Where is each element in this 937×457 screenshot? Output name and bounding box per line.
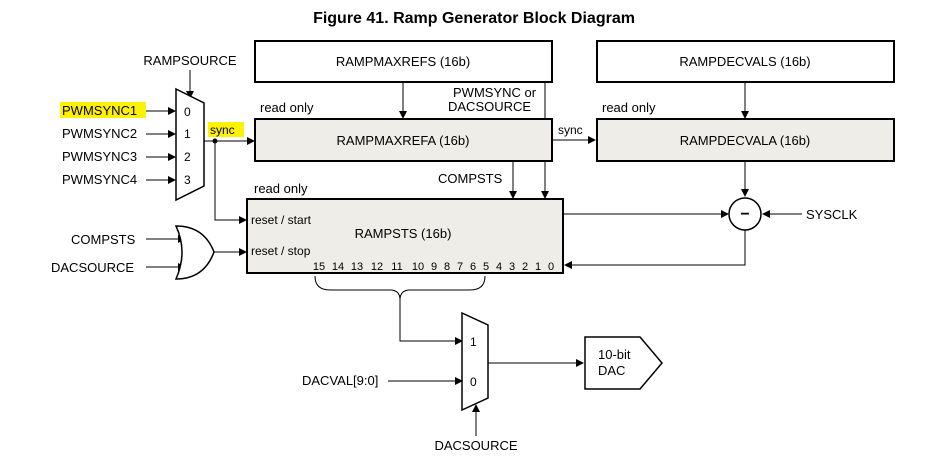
dac-label-line1: 10-bit — [598, 347, 631, 362]
bit-11: 11 — [391, 261, 402, 273]
rampmaxrefs-label: RAMPMAXREFS (16b) — [336, 54, 470, 69]
reset-stop-arrow — [239, 248, 247, 256]
pwmsync1-highlight — [60, 102, 146, 118]
bit-4: 4 — [496, 261, 502, 273]
bit-12: 12 — [371, 261, 383, 273]
decvala-arrow — [741, 189, 749, 197]
bit-0: 0 — [548, 261, 554, 273]
input-arrow-1 — [168, 107, 176, 115]
dacval-arrow — [455, 377, 463, 385]
mux-port-1: 1 — [184, 127, 191, 141]
sysclk-label: SYSCLK — [806, 207, 858, 222]
rampmaxrefs-box — [254, 40, 553, 83]
input-pwmsync2: PWMSYNC2 — [62, 126, 137, 141]
compsts-arrow-top — [509, 191, 517, 199]
reset-stop-label: reset / stop — [251, 244, 311, 258]
dac-mux — [461, 311, 489, 412]
rampdecvals-label: RAMPDECVALS (16b) — [679, 54, 810, 69]
bit-3: 3 — [509, 261, 515, 273]
rampsts-label: RAMPSTS (16b) — [355, 226, 452, 241]
mux2-port-1: 1 — [470, 335, 477, 349]
subtractor-sign: − — [740, 206, 749, 223]
mux-port-2: 2 — [184, 150, 191, 164]
brace-to-mux-arrow — [455, 337, 463, 345]
feedback-line — [571, 230, 746, 266]
pwmsync-or-label: PWMSYNC or — [453, 85, 537, 100]
dacsource-label-bottom: DACSOURCE — [434, 438, 517, 453]
mux-to-dac-arrow — [576, 359, 584, 367]
figure-title: Figure 41. Ramp Generator Block Diagram — [313, 10, 635, 27]
bits-brace — [314, 275, 486, 301]
rampsts-box — [246, 198, 564, 274]
input-pwmsync1: PWMSYNC1 — [62, 103, 137, 118]
input-arrow-3 — [168, 153, 176, 161]
bit-8: 8 — [444, 261, 450, 273]
sync-label-right: sync — [558, 123, 583, 137]
rampdecvala-box — [596, 118, 895, 162]
sync-highlight — [208, 122, 244, 137]
feedback-arrow — [564, 261, 572, 269]
sync-arrow — [247, 137, 255, 145]
read-only-label-2: read only — [602, 100, 656, 115]
rampdecvala-label: RAMPDECVALA (16b) — [680, 133, 811, 148]
reset-start-label: reset / start — [251, 213, 312, 227]
compsts-label-left: COMPSTS — [71, 232, 136, 247]
rampsource-mux — [175, 87, 205, 202]
dacsource-label-top: DACSOURCE — [448, 99, 531, 114]
decvals-arrow — [741, 111, 749, 119]
mux2-port-0: 0 — [470, 375, 477, 389]
bit-14: 14 — [332, 261, 344, 273]
bit-9: 9 — [431, 261, 437, 273]
bit-13: 13 — [351, 261, 363, 273]
bit-1: 1 — [535, 261, 541, 273]
bit-7: 7 — [457, 261, 463, 273]
read-only-label-1: read only — [260, 100, 314, 115]
maxrefs-arrow — [399, 111, 407, 119]
dacsource-label-left: DACSOURCE — [51, 260, 134, 275]
sync-arrow-right — [588, 136, 596, 144]
sysclk-arrow — [762, 210, 770, 218]
sync-to-reset-line — [214, 141, 239, 221]
bit-6: 6 — [470, 261, 476, 273]
input-pwmsync4: PWMSYNC4 — [62, 172, 137, 187]
sync-label-left: sync — [210, 123, 235, 137]
dac-block — [584, 336, 663, 390]
input-arrow-4 — [168, 176, 176, 184]
bit-2: 2 — [522, 261, 528, 273]
mux-port-3: 3 — [184, 173, 191, 187]
bit-15: 15 — [313, 261, 325, 273]
rampsource-label: RAMPSOURCE — [143, 53, 237, 68]
rampsource-arrow — [186, 91, 194, 99]
rampmaxrefa-label: RAMPMAXREFA (16b) — [337, 133, 470, 148]
reset-start-arrow — [239, 216, 247, 224]
rampsts-to-subtract-arrow — [721, 210, 729, 218]
bit-5: 5 — [483, 261, 489, 273]
or-gate — [174, 225, 215, 280]
input-arrow-2 — [168, 130, 176, 138]
dacval-label: DACVAL[9:0] — [302, 373, 378, 388]
input-pwmsync3: PWMSYNC3 — [62, 149, 137, 164]
compsts-label-top: COMPSTS — [438, 171, 503, 186]
dac-label-line2: DAC — [598, 363, 625, 378]
pwmsync-dacsource-arrow — [541, 191, 549, 199]
dacsource-select-arrow — [472, 404, 480, 412]
bit-10: 10 — [412, 261, 424, 273]
brace-to-mux-line — [399, 300, 455, 342]
mux-port-0: 0 — [184, 105, 191, 119]
read-only-label-3: read only — [254, 181, 308, 196]
